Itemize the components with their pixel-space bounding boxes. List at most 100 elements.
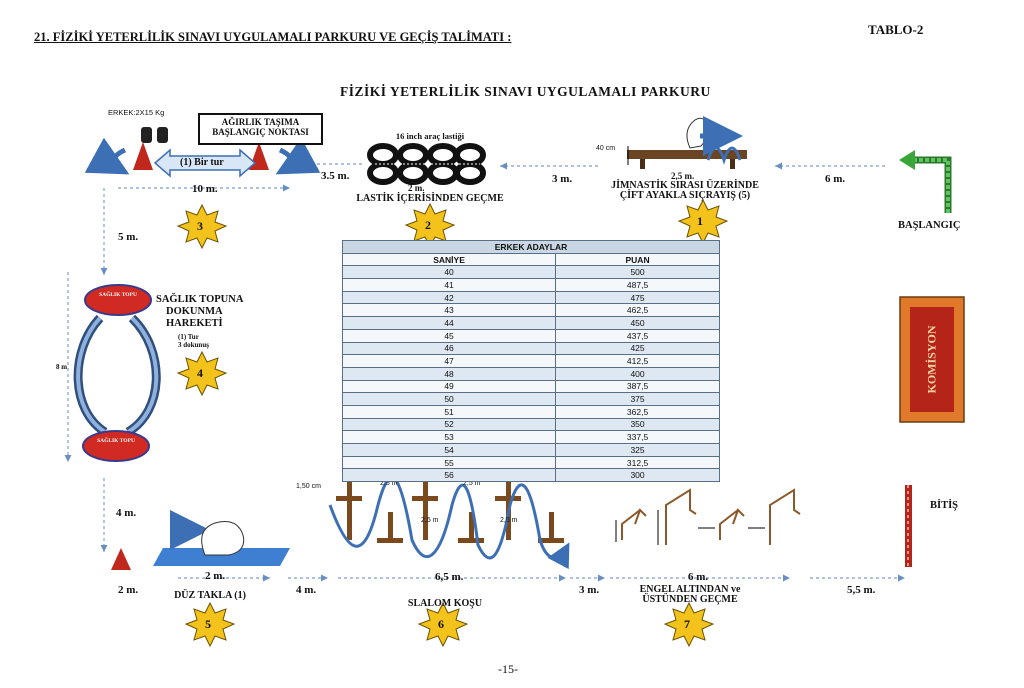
cell-saniye: 41 xyxy=(341,278,557,292)
distance-6-to-7: 3 m. xyxy=(579,584,600,596)
badge-4-number: 4 xyxy=(197,366,203,380)
badge-6 xyxy=(417,601,469,648)
cell-puan: 375 xyxy=(555,392,720,406)
badge-3 xyxy=(176,203,228,250)
section-title: 21. FİZİKİ YETERLİLİK SINAVI UYGULAMALI … xyxy=(34,30,512,44)
hurdles-icon xyxy=(615,488,801,545)
weight-start-box: AĞIRLIK TAŞIMA BAŞLANGIÇ NOKTASI xyxy=(198,113,323,145)
ball-top-label: SAĞLIK TOPU xyxy=(99,292,137,298)
distance-2-to-3: 3.5 m. xyxy=(321,170,350,182)
weight-box-line-1: AĞIRLIK TAŞIMA xyxy=(221,117,300,127)
cell-saniye: 46 xyxy=(341,341,557,356)
cell-saniye: 53 xyxy=(341,430,557,444)
weight-box-line-2: BAŞLANGIÇ NOKTASI xyxy=(212,127,309,137)
cell-puan: 312,5 xyxy=(555,455,720,470)
cell-saniye: 42 xyxy=(341,290,557,305)
station-6-label: SLALOM KOŞU xyxy=(407,598,483,609)
station-1-label-1: JİMNASTİK SIRASI ÜZERİNDE xyxy=(611,180,759,191)
weight-label: ERKEK:2X15 Kg xyxy=(108,108,165,117)
cell-saniye: 50 xyxy=(341,392,557,406)
station-4-note-1: (1) Tur xyxy=(178,333,199,341)
badge-6-number: 6 xyxy=(438,617,444,631)
pole-height: 1,50 cm xyxy=(296,483,321,490)
station-5-label: DÜZ TAKLA (1) xyxy=(174,590,246,601)
bench-length: 2,5 m. xyxy=(671,171,695,181)
badge-3-number: 3 xyxy=(197,219,203,233)
cell-saniye: 44 xyxy=(341,316,557,330)
slalom-length: 6,5 m. xyxy=(435,571,464,583)
tires-length: 2 m. xyxy=(408,183,425,193)
start-arrow-icon xyxy=(899,150,952,213)
slalom-icon xyxy=(328,476,570,570)
cell-puan: 300 xyxy=(555,468,720,483)
loop-length: 8 m xyxy=(56,363,68,371)
tablo-label: TABLO-2 xyxy=(868,22,924,37)
cell-puan: 487,5 xyxy=(555,278,720,292)
badge-5 xyxy=(184,601,236,648)
cell-saniye: 48 xyxy=(341,366,557,381)
station-7-label-1: ENGEL ALTINDAN ve xyxy=(639,584,741,595)
station-4-title-2: DOKUNMA xyxy=(166,306,223,317)
cell-saniye: 40 xyxy=(341,265,557,280)
distance-4-to-5: 4 m. xyxy=(116,507,137,519)
cell-puan: 362,5 xyxy=(555,404,720,419)
cell-saniye: 55 xyxy=(341,455,557,470)
col-puan-header: PUAN xyxy=(555,252,720,267)
page-number: -15- xyxy=(498,662,518,676)
commission-label: KOMİSYON xyxy=(924,325,939,394)
slalom-seg-4: 2,5 m xyxy=(500,517,518,524)
cell-puan: 450 xyxy=(555,316,720,330)
slalom-seg-3: 2,5 m xyxy=(421,517,439,524)
col-saniye-header: SANİYE xyxy=(341,252,557,267)
cell-saniye: 45 xyxy=(341,328,557,343)
cell-saniye: 56 xyxy=(341,468,557,483)
cell-puan: 337,5 xyxy=(555,430,720,444)
commission-box xyxy=(899,296,965,423)
badge-7 xyxy=(663,601,715,648)
slalom-seg-2: 2,5 m xyxy=(463,480,481,487)
bench-height: 40 cm xyxy=(596,145,616,152)
badge-1-number: 1 xyxy=(697,214,703,228)
station-4-note-2: 3 dokunuş xyxy=(178,341,209,349)
slalom-seg-1: 2,5 m xyxy=(380,480,398,487)
cell-puan: 387,5 xyxy=(555,379,720,394)
finish-label: BİTİŞ xyxy=(930,500,959,511)
bench-icon xyxy=(627,116,747,169)
cell-puan: 425 xyxy=(555,341,720,356)
station-7-label-2: ÜSTÜNDEN GEÇME xyxy=(642,594,738,605)
station-1-label-2: ÇİFT AYAKLA SIÇRAYIŞ (5) xyxy=(619,190,751,201)
cell-puan: 500 xyxy=(555,265,720,280)
distance-5-to-6: 4 m. xyxy=(296,584,317,596)
table-title: ERKEK ADAYLAR xyxy=(342,240,720,254)
badge-7-number: 7 xyxy=(684,617,690,631)
station-2-label: LASTİK İÇERİSİNDEN GEÇME xyxy=(356,193,504,204)
cell-puan: 400 xyxy=(555,366,720,381)
cell-puan: 462,5 xyxy=(555,303,720,318)
cell-puan: 475 xyxy=(555,290,720,305)
cell-puan: 412,5 xyxy=(555,354,720,368)
station-badges xyxy=(176,198,729,648)
distance-start-to-1: 6 m. xyxy=(825,173,846,185)
cell-puan: 325 xyxy=(555,443,720,457)
badge-4 xyxy=(176,350,228,397)
badge-5-number: 5 xyxy=(205,617,211,631)
cell-saniye: 47 xyxy=(341,354,557,368)
